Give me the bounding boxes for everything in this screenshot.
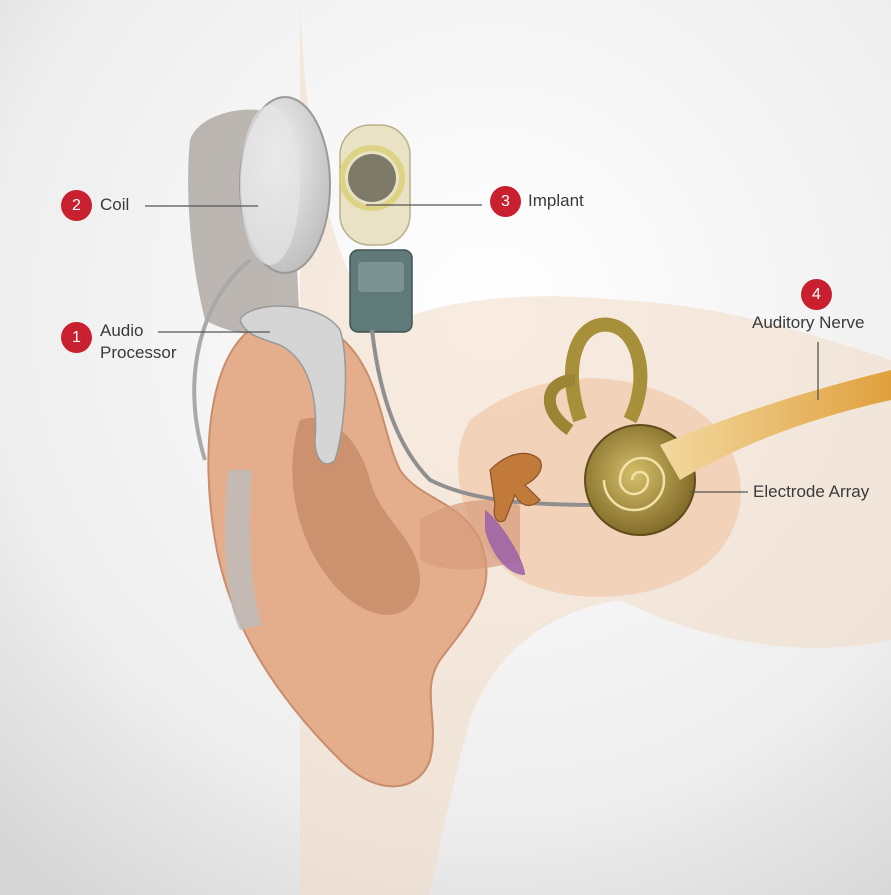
callout-label-audio-processor-line-2: Processor [100, 342, 177, 364]
callout-label-electrode-array: Electrode Array [753, 481, 869, 503]
callout-label-coil: Coil [100, 194, 129, 216]
callout-label-auditory-nerve: Auditory Nerve [752, 312, 864, 334]
callout-badge-auditory-nerve: 4 [801, 279, 832, 310]
callout-label-implant: Implant [528, 190, 584, 212]
callout-label-audio-processor-line-1: Audio [100, 320, 143, 342]
callout-badge-coil: 2 [61, 190, 92, 221]
callout-badge-audio-processor: 1 [61, 322, 92, 353]
callout-badge-implant: 3 [490, 186, 521, 217]
coil-rim [240, 105, 300, 265]
implant-magnet [348, 154, 396, 202]
